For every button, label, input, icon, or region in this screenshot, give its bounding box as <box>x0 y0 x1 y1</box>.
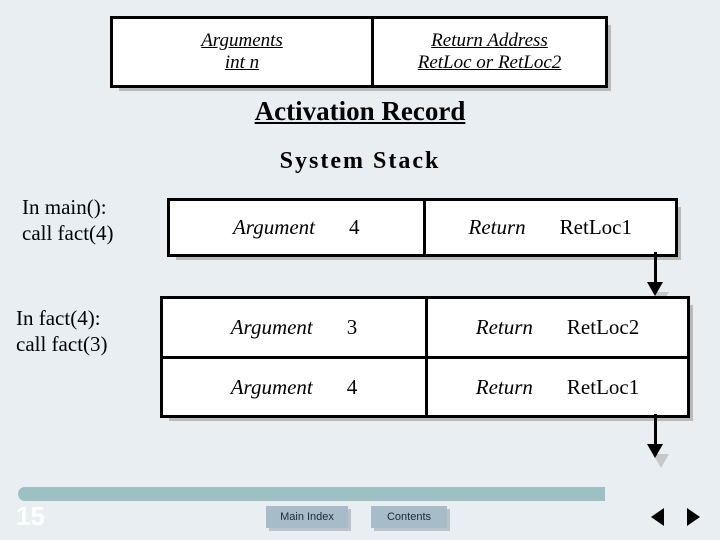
argument-label: Argument <box>230 374 313 399</box>
previous-slide-icon[interactable] <box>651 508 664 526</box>
caption-main-line2: call fact(4) <box>22 221 114 246</box>
argument-label: Argument <box>230 315 313 340</box>
return-value: RetLoc1 <box>566 374 640 399</box>
argument-value: 4 <box>349 215 360 240</box>
caption-fact4-line2: call fact(3) <box>16 332 108 357</box>
arrow-head-icon <box>647 282 663 296</box>
stack-frame-fact4: Argument 3 Return RetLoc2 Argument 4 Ret… <box>160 296 693 421</box>
caption-fact4-frame: In fact(4): call fact(3) <box>16 305 108 358</box>
stack-row: Argument 3 Return RetLoc2 <box>163 299 687 356</box>
stack-row-return-cell: Return RetLoc1 <box>422 201 676 254</box>
activation-record-arguments-cell: Arguments int n <box>113 19 371 85</box>
arguments-title: Arguments <box>201 30 283 52</box>
caption-fact4-line1: In fact(4): <box>16 306 101 330</box>
argument-value: 3 <box>346 315 358 340</box>
stack-row-return-cell: Return RetLoc2 <box>425 299 687 356</box>
main-index-button[interactable]: Main Index <box>266 506 348 528</box>
stack-row: Argument 4 Return RetLoc1 <box>170 201 675 254</box>
argument-value: 4 <box>346 374 358 399</box>
stack-row: Argument 4 Return RetLoc1 <box>163 355 687 416</box>
return-address-title: Return Address <box>431 30 548 52</box>
arrow-head-icon <box>647 444 663 458</box>
arguments-type: int n <box>224 52 260 73</box>
activation-record-return-cell: Return Address RetLoc or RetLoc2 <box>371 19 605 85</box>
arrow-stem <box>654 414 657 446</box>
stack-row-argument-cell: Argument 4 <box>163 359 425 416</box>
arrow-stem <box>654 252 657 284</box>
activation-record-diagram: Arguments int n Return Address RetLoc or… <box>110 16 611 91</box>
stack-row-argument-cell: Argument 3 <box>163 299 425 356</box>
activation-record-heading: Activation Record <box>254 96 466 126</box>
activation-record-row: Arguments int n Return Address RetLoc or… <box>113 19 605 85</box>
caption-main-line1: In main(): <box>22 195 107 219</box>
return-value: RetLoc2 <box>566 315 640 340</box>
stack-frame-main: Argument 4 Return RetLoc1 <box>167 198 681 260</box>
return-address-value: RetLoc or RetLoc2 <box>417 52 562 73</box>
return-label: Return <box>475 315 533 340</box>
stack-row-argument-cell: Argument 4 <box>170 201 423 254</box>
system-stack-heading: System Stack <box>279 148 441 174</box>
contents-button[interactable]: Contents <box>371 506 447 528</box>
stack-row-return-cell: Return RetLoc1 <box>425 358 687 415</box>
return-value: RetLoc1 <box>559 215 632 240</box>
page-number: 15 <box>16 501 45 531</box>
caption-main-frame: In main(): call fact(4) <box>22 194 114 247</box>
argument-label: Argument <box>232 215 316 240</box>
footer-accent-bar <box>18 487 605 501</box>
return-label: Return <box>468 215 526 240</box>
return-label: Return <box>475 374 533 399</box>
next-slide-icon[interactable] <box>687 508 700 526</box>
